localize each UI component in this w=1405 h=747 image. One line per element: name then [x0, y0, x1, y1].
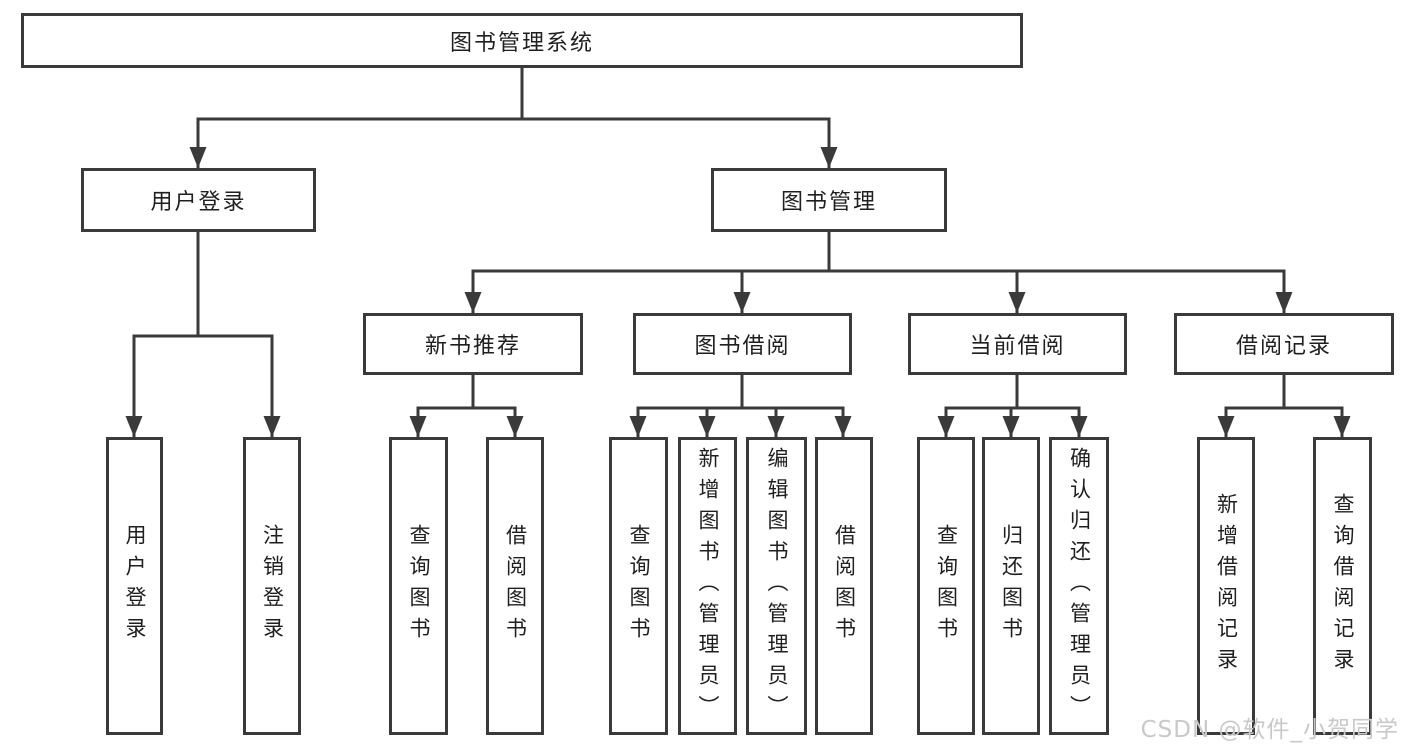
connector-path — [132, 67, 1344, 437]
arrowhead-icon — [733, 292, 751, 313]
leaf-records-add-record: 新增借阅记录 — [1197, 437, 1255, 735]
arrowhead-icon — [1008, 292, 1026, 313]
leaf-logout-login: 注销登录 — [243, 437, 301, 735]
leaf-label: 归还图书 — [999, 524, 1024, 648]
arrowhead-icon — [1002, 416, 1020, 437]
node-label: 图书管理系统 — [449, 30, 594, 56]
arrowhead-icon — [1217, 416, 1235, 437]
leaf-current-query-books: 查询图书 — [917, 437, 975, 735]
leaf-user-login: 用户登录 — [106, 437, 163, 735]
leaf-newbook-borrow-books: 借阅图书 — [486, 437, 544, 735]
leaf-borrow-query-books: 查询图书 — [609, 437, 668, 735]
leaf-borrow-add-books-admin: 新增图书（管理员） — [678, 437, 737, 735]
leaf-records-query-record: 查询借阅记录 — [1313, 437, 1372, 735]
leaf-label: 查询图书 — [407, 524, 431, 648]
arrowhead-icon — [189, 147, 207, 168]
leaf-label: 查询图书 — [934, 524, 959, 648]
arrowhead-icon — [820, 147, 838, 168]
leaf-label: 查询借阅记录 — [1331, 493, 1355, 679]
leaf-current-return-books: 归还图书 — [982, 437, 1040, 735]
node-library-system: 图书管理系统 — [21, 13, 1023, 68]
arrowhead-icon — [834, 416, 852, 437]
leaf-current-confirm-return-admin: 确认归还（管理员） — [1049, 437, 1109, 735]
leaf-label: 借阅图书 — [503, 524, 528, 648]
arrowhead-icon — [506, 416, 524, 437]
arrowhead-icon — [464, 292, 482, 313]
node-label: 借阅记录 — [1235, 334, 1332, 359]
node-new-book-recommend: 新书推荐 — [363, 313, 583, 375]
node-label: 图书借阅 — [694, 334, 791, 359]
node-label: 用户登录 — [150, 190, 247, 215]
leaf-label: 编辑图书（管理员） — [765, 446, 789, 726]
arrowhead-icon — [263, 416, 281, 437]
leaf-label: 借阅图书 — [832, 524, 857, 648]
leaf-label: 用户登录 — [123, 524, 147, 648]
node-book-management: 图书管理 — [711, 168, 947, 232]
leaf-label: 新增图书（管理员） — [696, 446, 720, 726]
node-current-borrow: 当前借阅 — [908, 313, 1127, 375]
leaf-borrow-borrow-books: 借阅图书 — [815, 437, 873, 735]
arrowhead-icon — [698, 416, 716, 437]
node-borrow-records: 借阅记录 — [1174, 313, 1394, 375]
arrowhead-icon — [1070, 416, 1088, 437]
node-label: 图书管理 — [780, 190, 877, 215]
leaf-label: 确认归还（管理员） — [1067, 446, 1092, 726]
arrowhead-icon — [409, 416, 427, 437]
leaf-newbook-query-books: 查询图书 — [389, 437, 448, 735]
arrowhead-icon — [629, 416, 647, 437]
node-label: 新书推荐 — [424, 334, 521, 359]
arrowhead-icon — [1275, 292, 1293, 313]
arrowhead-icon — [125, 416, 143, 437]
node-user-login: 用户登录 — [81, 168, 316, 232]
leaf-borrow-edit-books-admin: 编辑图书（管理员） — [746, 437, 807, 735]
leaf-label: 查询图书 — [627, 524, 651, 648]
watermark: CSDN @软件_小贺同学 — [1140, 717, 1399, 743]
node-label: 当前借阅 — [969, 334, 1066, 359]
arrowhead-icon — [767, 416, 785, 437]
leaf-label: 新增借阅记录 — [1214, 493, 1239, 679]
node-book-borrow: 图书借阅 — [633, 313, 852, 375]
arrowhead-icon — [1333, 416, 1351, 437]
leaf-label: 注销登录 — [260, 524, 285, 648]
arrowhead-icon — [937, 416, 955, 437]
